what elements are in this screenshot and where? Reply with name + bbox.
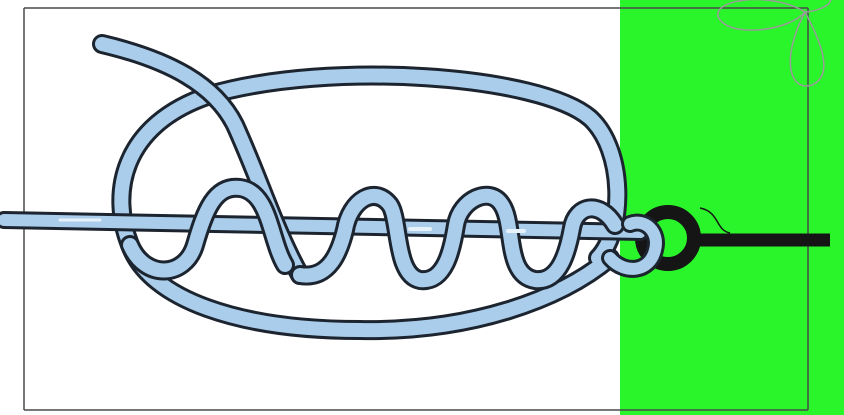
green-panel	[620, 0, 844, 415]
